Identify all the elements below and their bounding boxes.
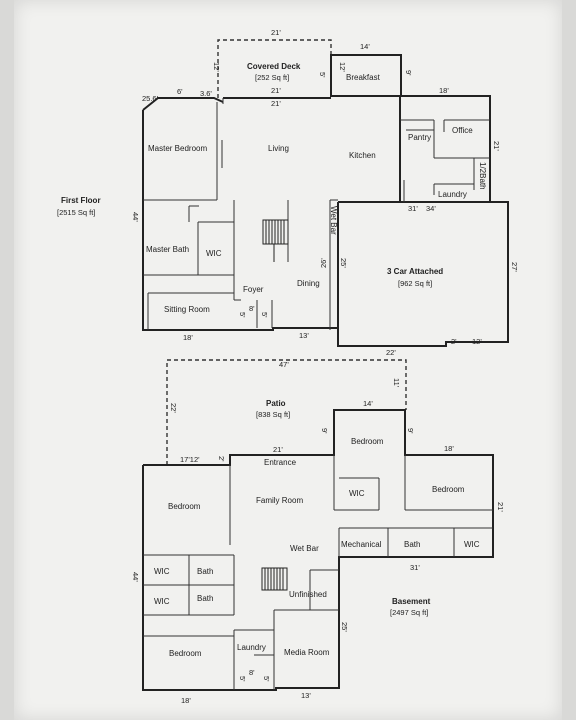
dim-right-bedroom-depth: 21' bbox=[496, 502, 505, 512]
sitting-room-label: Sitting Room bbox=[164, 305, 210, 314]
family-room-label: Family Room bbox=[256, 496, 303, 505]
basement-plan bbox=[142, 359, 494, 691]
right-bedroom-label: Bedroom bbox=[432, 485, 465, 494]
pantry-label: Pantry bbox=[408, 133, 431, 142]
laundry-label: Laundry bbox=[237, 643, 266, 652]
dim-garage-width-b: 34' bbox=[426, 204, 436, 213]
first-floor-title: First Floor bbox=[61, 196, 101, 205]
dim-media-width: 13' bbox=[301, 691, 311, 700]
bottom-bedroom-label: Bedroom bbox=[169, 649, 202, 658]
dim-deck-depth: 12' bbox=[212, 62, 221, 72]
dim-entry-left: 5' bbox=[238, 676, 247, 682]
dim-deck-side: 5' bbox=[318, 72, 327, 78]
basement-sqft: [2497 Sq ft] bbox=[390, 608, 428, 617]
dim-media-depth: 25' bbox=[340, 622, 349, 632]
covered-deck-sqft: [252 Sq ft] bbox=[255, 73, 289, 82]
left-bath-1-label: Bath bbox=[197, 567, 213, 576]
covered-deck-label: Covered Deck bbox=[247, 62, 301, 71]
living-label: Living bbox=[268, 144, 289, 153]
master-bay-wall bbox=[142, 97, 224, 111]
left-bath-2-label: Bath bbox=[197, 594, 213, 603]
dim-sitting-width: 18' bbox=[183, 333, 193, 342]
dim-left-bedroom-width: 17'12' bbox=[180, 455, 200, 464]
basement-exterior-wall bbox=[142, 409, 494, 691]
entrance-label: Entrance bbox=[264, 458, 297, 467]
center-wic-label: WIC bbox=[349, 489, 365, 498]
dim-garage-depth: 27' bbox=[510, 262, 519, 272]
dim-entry-left: 5' bbox=[238, 312, 247, 318]
right-bath-label: Bath bbox=[404, 540, 420, 549]
laundry-label: Laundry bbox=[438, 190, 467, 199]
patio-outline bbox=[166, 359, 407, 465]
dim-entrance-jog: 2' bbox=[217, 456, 226, 462]
mechanical-label: Mechanical bbox=[341, 540, 382, 549]
patio-sqft: [838 Sq ft] bbox=[256, 410, 290, 419]
dim-bottom-bedroom-width: 18' bbox=[181, 696, 191, 705]
first-floor-plan bbox=[142, 39, 509, 347]
dim-foyer-entry: 8' bbox=[249, 304, 255, 313]
dim-entry-right: 5' bbox=[262, 676, 271, 682]
dim-dining-depth: 26' bbox=[319, 258, 328, 268]
dim-first-floor-depth: 44' bbox=[131, 212, 140, 222]
dim-basement-depth: 44' bbox=[131, 572, 140, 582]
unfinished-label: Unfinished bbox=[289, 590, 327, 599]
dim-center-bedroom-left: 9' bbox=[320, 428, 329, 434]
basement-stairs bbox=[261, 567, 288, 591]
dim-breakfast-right: 9' bbox=[404, 70, 413, 76]
dim-patio-width: 47' bbox=[279, 360, 289, 369]
dim-garage-width-a: 31' bbox=[408, 204, 418, 213]
foyer-label: Foyer bbox=[243, 285, 264, 294]
wic-label: WIC bbox=[206, 249, 222, 258]
dim-center-bedroom-right: 9' bbox=[406, 428, 415, 434]
dim-entry-right: 5' bbox=[260, 312, 269, 318]
dim-laundry-entry: 8' bbox=[249, 668, 255, 677]
left-wic-1-label: WIC bbox=[154, 567, 170, 576]
half-bath-label: 1/2Bath bbox=[478, 162, 487, 190]
master-bath-label: Master Bath bbox=[146, 245, 189, 254]
basement-title: Basement bbox=[392, 597, 431, 606]
kitchen-label: Kitchen bbox=[349, 151, 376, 160]
dim-office-depth: 21' bbox=[492, 141, 501, 151]
floor-plan-sheet: First Floor [2515 Sq ft] Covered Deck [2… bbox=[14, 0, 562, 720]
dim-garage-corner: 12' bbox=[472, 337, 482, 346]
dim-garage-bottom: 22' bbox=[386, 348, 396, 357]
media-room-label: Media Room bbox=[284, 648, 330, 657]
dim-breakfast-width: 14' bbox=[360, 42, 370, 51]
dim-bay-top: 6' bbox=[177, 87, 183, 96]
dim-garage-left: 25' bbox=[339, 258, 348, 268]
office-label: Office bbox=[452, 126, 473, 135]
master-bedroom-label: Master Bedroom bbox=[148, 144, 207, 153]
dim-bay-angle: 25.6' bbox=[142, 94, 159, 103]
dim-breakfast-side: 12' bbox=[338, 62, 347, 72]
dim-mechanical-width: 31' bbox=[410, 563, 420, 572]
breakfast-label: Breakfast bbox=[346, 73, 381, 82]
dim-dining-width: 13' bbox=[299, 331, 309, 340]
first-floor-sqft: [2515 Sq ft] bbox=[57, 208, 95, 217]
center-bedroom-label: Bedroom bbox=[351, 437, 384, 446]
dim-patio-right: 11' bbox=[392, 378, 401, 388]
floor-plan-drawing: First Floor [2515 Sq ft] Covered Deck [2… bbox=[57, 28, 519, 705]
left-wic-2-label: WIC bbox=[154, 597, 170, 606]
wet-bar-label: Wet Bar bbox=[329, 206, 338, 235]
garage-label: 3 Car Attached bbox=[387, 267, 443, 276]
first-floor-stairs bbox=[262, 219, 289, 262]
garage-sqft: [962 Sq ft] bbox=[398, 279, 432, 288]
dim-family-width: 21' bbox=[273, 445, 283, 454]
dim-center-bedroom-width: 14' bbox=[363, 399, 373, 408]
left-bedroom-label: Bedroom bbox=[168, 502, 201, 511]
dim-deck-width: 21' bbox=[271, 28, 281, 37]
dim-deck-bottom: 21' bbox=[271, 86, 281, 95]
dining-label: Dining bbox=[297, 279, 320, 288]
dim-living-width: 21' bbox=[271, 99, 281, 108]
dim-bay-right: 3.6' bbox=[200, 89, 212, 98]
dim-right-bedroom-width: 18' bbox=[444, 444, 454, 453]
right-wic-label: WIC bbox=[464, 540, 480, 549]
wet-bar-label: Wet Bar bbox=[290, 544, 319, 553]
first-floor-exterior-wall bbox=[142, 54, 509, 347]
dim-garage-jog: 2' bbox=[451, 337, 457, 346]
dim-patio-depth: 22' bbox=[169, 403, 178, 413]
patio-label: Patio bbox=[266, 399, 286, 408]
dim-office-width: 18' bbox=[439, 86, 449, 95]
